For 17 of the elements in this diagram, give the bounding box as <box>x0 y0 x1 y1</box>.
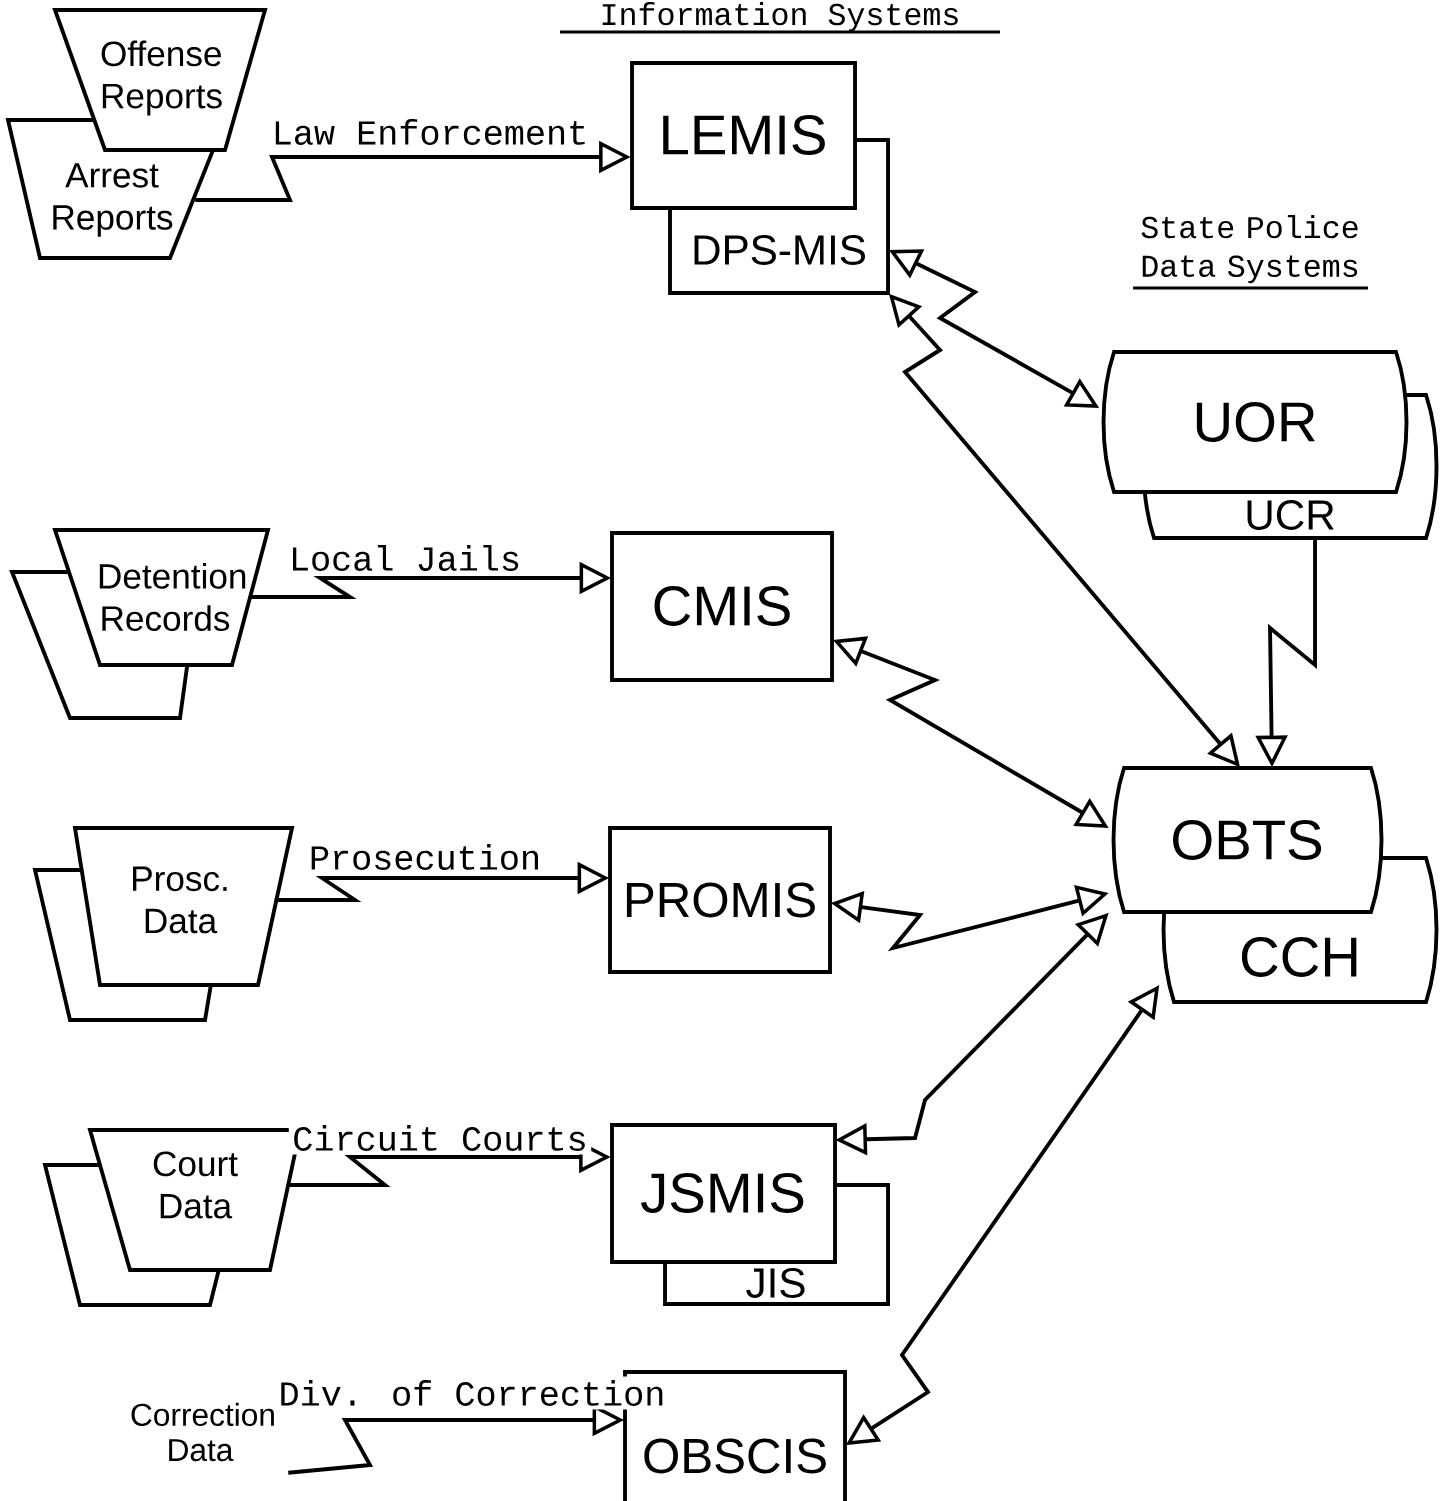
system-box: JSMIS <box>610 1123 837 1264</box>
system-label: Correction Data <box>131 1402 274 1462</box>
edge-label: Prosecution <box>305 840 545 874</box>
edge-label: Div. of Correction <box>275 1376 669 1410</box>
system-label: DPS-MIS <box>694 235 865 265</box>
edge-label: Circuit Courts <box>288 1121 592 1155</box>
system-box: PROMIS <box>608 826 832 974</box>
node-label: UOR <box>1196 402 1315 442</box>
system-label: CCH <box>1241 937 1357 977</box>
system-box: LEMIS <box>630 61 857 210</box>
edge-label: Local Jails <box>285 541 525 575</box>
heading: Information Systems <box>560 2 1000 34</box>
system-label: UCR <box>1247 500 1334 530</box>
system-box: CMIS <box>610 531 834 682</box>
edge-label: Law Enforcement <box>268 115 592 149</box>
system-label: JIS <box>746 1268 805 1298</box>
heading: State Police Data Systems <box>1133 215 1368 290</box>
